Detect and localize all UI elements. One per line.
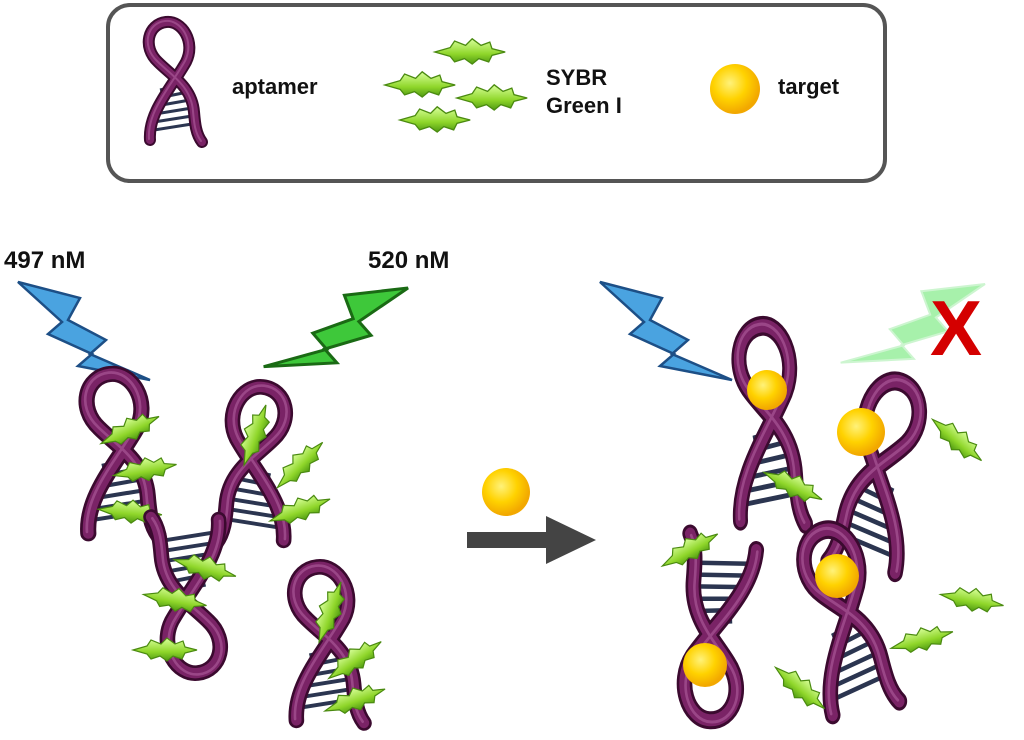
lightning-bolt-icon-green (262, 268, 410, 387)
dye-molecule-icon (937, 582, 1007, 617)
legend-dye-label-line2: Green I (546, 93, 622, 118)
legend-dye-label-line1: SYBR (546, 65, 607, 90)
target-icon (747, 370, 787, 410)
legend-target-icon (710, 64, 760, 114)
legend-target-label: target (778, 74, 840, 99)
aptamer-target-complexes (656, 324, 1007, 726)
dye-molecule-icon (132, 637, 198, 662)
dye-molecule-icon (887, 619, 957, 660)
lightning-bolt-icon-blue (16, 280, 152, 382)
excitation-label-497: 497 nM (4, 247, 85, 274)
legend-aptamer-label: aptamer (232, 74, 318, 99)
dye-molecule-icon (924, 409, 990, 470)
aptamer-dye-complexes (85, 372, 390, 723)
aptamer-icon (798, 518, 900, 719)
blocked-x-mark: X (930, 284, 982, 372)
lightning-bolt-icon-blue (598, 280, 734, 382)
target-icon (815, 554, 859, 598)
target-icon (482, 468, 530, 516)
excitation-label-520: 520 nM (368, 247, 449, 274)
target-icon (683, 643, 727, 687)
reaction-arrow (467, 516, 596, 564)
target-icon (837, 408, 885, 456)
